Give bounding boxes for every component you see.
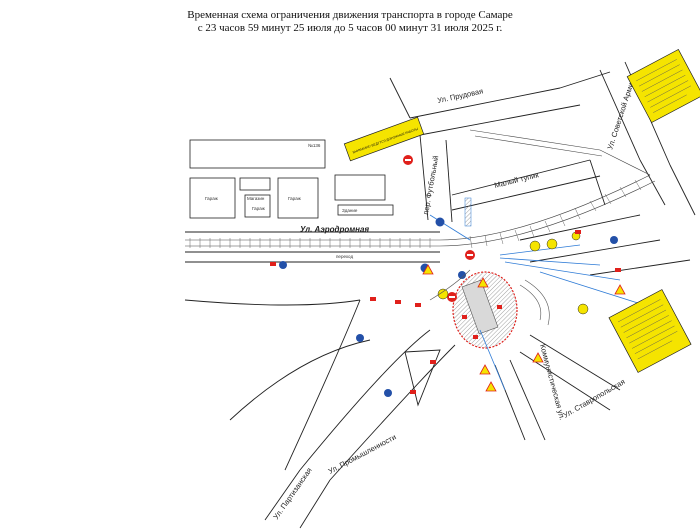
barrier-marker [615, 268, 621, 272]
barrier-marker [575, 230, 581, 234]
blue-hatched-strip [464, 197, 472, 227]
direction-sign-icon [458, 271, 466, 279]
barrier-marker [395, 300, 401, 304]
building-small-label: Здание [342, 208, 358, 213]
map-title-line2: с 23 часов 59 минут 25 июля до 5 часов 0… [197, 22, 503, 34]
building-136 [189, 139, 326, 169]
building-outline-1 [334, 174, 386, 201]
speed-sign-icon [529, 240, 541, 252]
crossing-label: переход [336, 254, 353, 259]
direction-sign-icon [610, 236, 618, 244]
road-edge-prom-1 [299, 329, 431, 471]
label-stavropolskaya: Ул. Ставропольская [562, 377, 627, 420]
barrier-marker [430, 360, 436, 364]
building-136-label: №136 [308, 143, 321, 148]
barrier-marker [370, 297, 376, 301]
direction-sign-icon [279, 261, 287, 269]
road-edge-sa-1 [599, 69, 641, 161]
building-small-strip [337, 204, 394, 216]
notice-board-top-right [626, 48, 700, 124]
label-partizanskaya: Ул. Партизанская [271, 466, 313, 521]
tram-tracks [185, 129, 656, 247]
road-edge-tupik-3 [589, 159, 606, 206]
warning-triangle-icon [477, 277, 489, 288]
buildings [189, 139, 394, 219]
work-zone [452, 271, 518, 349]
garage-2-label: Гараж [252, 206, 265, 211]
label-per-futbolnyi: пер. Футбольный [421, 155, 440, 215]
road-edge-tupik-2 [451, 175, 601, 211]
building-small-1 [239, 177, 271, 191]
map-title: Временная схема ограничения движения тра… [0, 9, 700, 35]
barrier-marker [410, 390, 416, 394]
direction-sign-icon [435, 217, 445, 227]
road-edge-part-1 [264, 469, 301, 521]
building-garage-2 [244, 194, 271, 218]
warning-triangle-icon [422, 264, 434, 275]
warning-triangle-icon [485, 381, 497, 392]
speed-sign-icon [437, 288, 449, 300]
barrier-marker [497, 305, 502, 309]
building-garage-1 [189, 177, 236, 219]
road-edge-prudovaya-1 [409, 87, 561, 119]
label-sovetskoy-armii: Ул. Советской Армии [605, 78, 636, 151]
track-ties [189, 179, 642, 249]
building-garage-3 [277, 177, 319, 219]
direction-sign-icon [356, 334, 364, 342]
road-edge-sa-4 [669, 164, 696, 216]
road-edge-right-bottom [529, 239, 661, 263]
warning-triangle-icon [614, 284, 626, 295]
road-edge-prudovaya-2 [419, 104, 581, 136]
map-title-line1: Временная схема ограничения движения тра… [187, 9, 513, 21]
road-edge-right-top [519, 214, 641, 241]
turn-arcs [429, 269, 550, 326]
label-aerodromnaya: Ул. Аэродромная [300, 225, 369, 234]
road-edge-komm-1 [509, 359, 546, 441]
barrier-marker [270, 262, 276, 266]
label-promyshlennosti: Ул. Промышленности [327, 432, 398, 475]
barrier-marker [473, 335, 478, 339]
road-edge-west-2 [229, 339, 371, 421]
warning-triangle-icon [479, 364, 491, 375]
road-edge-west-1 [184, 299, 361, 306]
warning-triangle-icon [532, 352, 544, 363]
traffic-island [404, 349, 441, 407]
road-edge-tupik-1 [451, 159, 591, 196]
garage-1-label: Гараж [205, 196, 218, 201]
road-edge-per-right [445, 139, 453, 223]
label-malyi-tupik: Малый тупик [493, 170, 540, 190]
road-edge-prom-2 [329, 344, 456, 481]
road-edge-stav-1 [529, 334, 621, 391]
garage-3-label: Гараж [288, 196, 301, 201]
notice-road-works: ВНИМАНИЕ! ВЕДУТСЯ ДОРОЖНЫЕ РАБОТЫ [343, 116, 425, 162]
road-edge-right-bottom2 [589, 259, 691, 276]
barrier-marker [462, 315, 467, 319]
direction-sign-icon [384, 389, 392, 397]
road-edge-prudovaya-3 [559, 71, 611, 89]
road-edge-prudovaya-left [389, 77, 411, 119]
road-edge-prom-3 [284, 299, 361, 471]
road-edge-per-left [419, 134, 429, 221]
work-zone-inner [461, 279, 499, 335]
label-prudovaya: Ул. Прудовая [437, 86, 484, 104]
road-edge-part-2 [299, 479, 331, 529]
barrier-marker [415, 303, 421, 307]
speed-sign-icon [577, 303, 589, 315]
road-signs [270, 155, 626, 397]
speed-sign-icon [546, 238, 558, 250]
notice-board-right [608, 289, 692, 373]
shop-label: Магазин [247, 196, 265, 201]
